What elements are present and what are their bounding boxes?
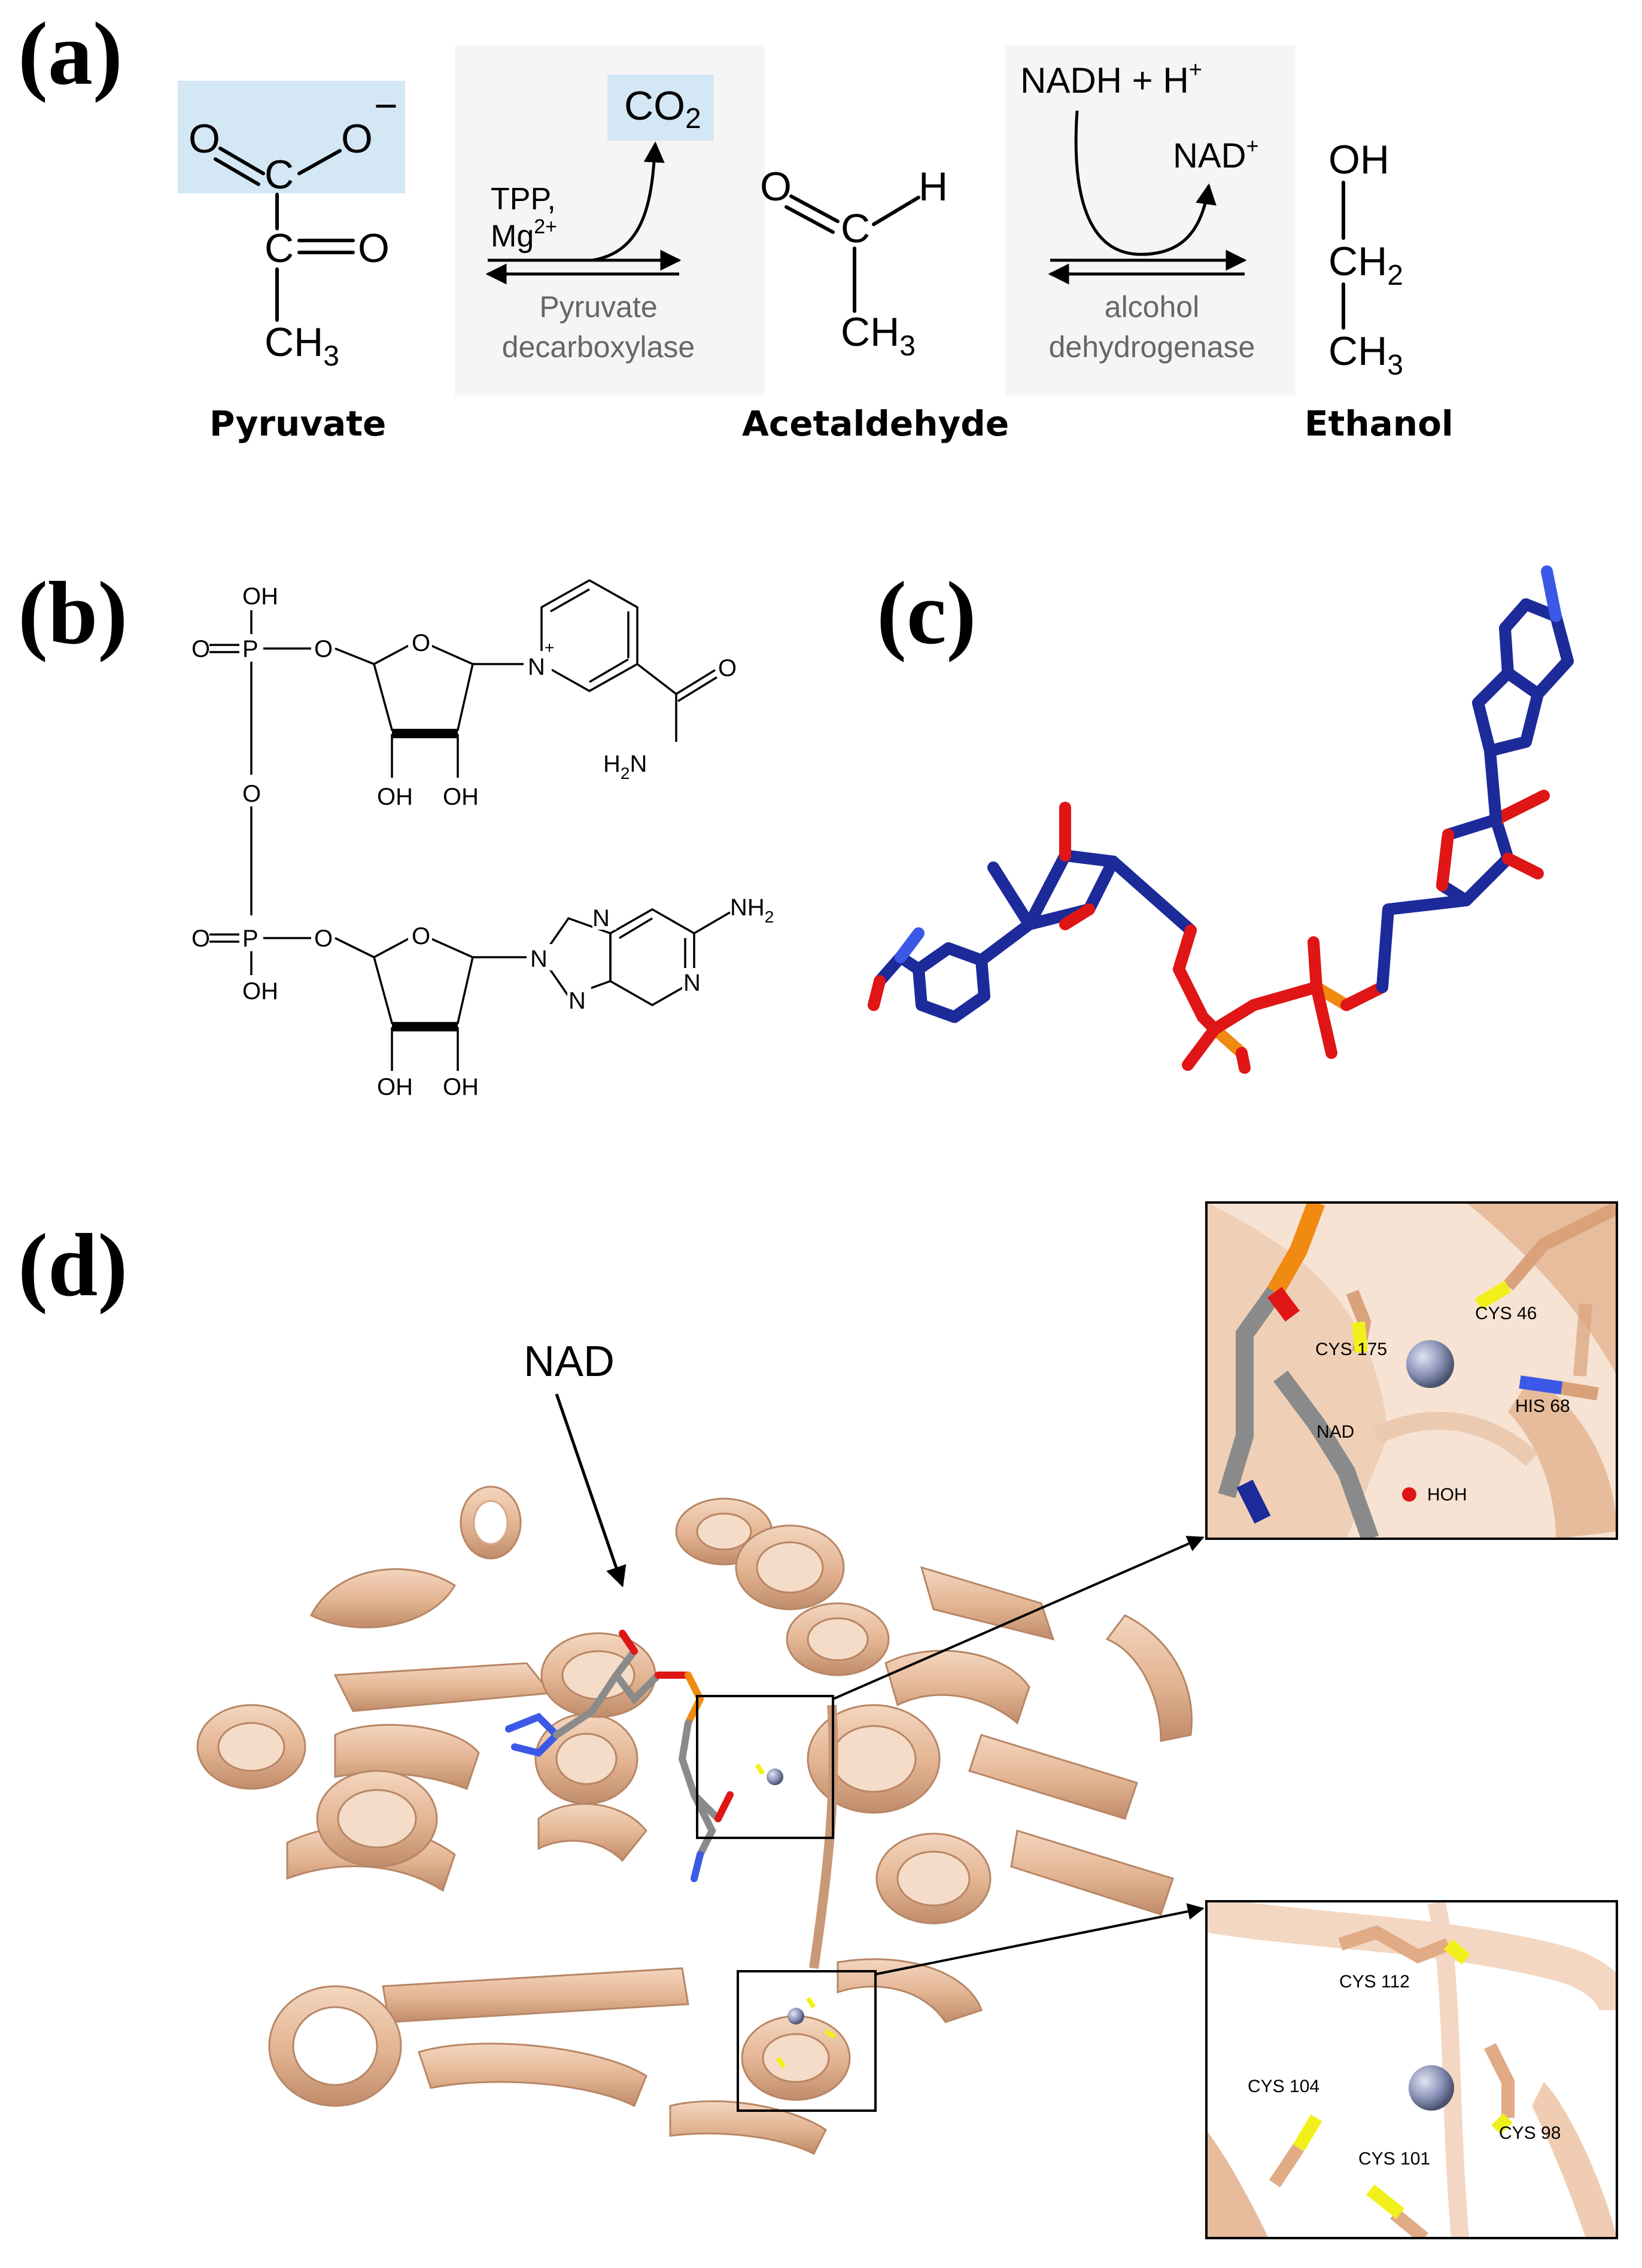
nadh-conversion-arrow — [1074, 110, 1217, 256]
enzyme-name-line2: decarboxylase — [502, 330, 695, 364]
ethanol-name: Ethanol — [1305, 403, 1454, 444]
protein-ribbon — [196, 1485, 1193, 2156]
atom-label: P — [242, 636, 259, 662]
cysteine-stick — [776, 2056, 786, 2069]
atom-label: CH2 — [1328, 239, 1403, 291]
atom-label: O — [191, 926, 210, 952]
co2-label: CO2 — [624, 83, 701, 135]
carboxylate-highlight — [178, 81, 405, 193]
atom-label: NH2 — [730, 894, 774, 926]
nad-skeletal-structure: OH O P O O O P O OH O OH OH — [191, 579, 774, 1100]
atom-label: C — [264, 152, 294, 197]
panel-a-label: (a) — [18, 4, 123, 103]
enzyme2-name-line1: alcohol — [1105, 290, 1199, 324]
atom-label: O — [760, 164, 792, 209]
cofactor-mg: Mg2+ — [491, 215, 557, 254]
atom-label: O — [314, 636, 333, 662]
atom-label: O — [188, 116, 220, 162]
enzyme-name-line1: Pyruvate — [539, 290, 657, 324]
atom-label: OH — [443, 784, 479, 810]
charge-label: − — [374, 83, 398, 129]
residue-label-hoh: HOH — [1427, 1485, 1467, 1505]
atom-label: O — [341, 116, 373, 162]
atom-label: H — [919, 164, 948, 209]
nad-pointer-label: NAD — [524, 1338, 615, 1386]
nad-product: NAD+ — [1173, 133, 1259, 175]
atom-label: OH — [242, 978, 278, 1004]
residue-label-cys112: CYS 112 — [1339, 1972, 1410, 1992]
atom-label: C — [841, 206, 870, 251]
residue-label-cys98: CYS 98 — [1499, 2123, 1561, 2143]
atom-label: O — [314, 926, 333, 952]
atom-label: O — [191, 636, 210, 662]
active-site-selection-box — [696, 1695, 834, 1839]
atom-label: N — [530, 946, 548, 972]
atom-label: OH — [377, 1074, 413, 1100]
atom-label: C — [264, 226, 294, 271]
zinc-ion-catalytic — [767, 1768, 783, 1785]
structural-site-selection-box — [737, 1970, 877, 2112]
residue-label-cys101: CYS 101 — [1358, 2149, 1430, 2169]
residue-label-cys46: CYS 46 — [1475, 1304, 1537, 1323]
atom-label: O — [358, 226, 390, 271]
co2-highlight — [607, 75, 714, 141]
atom-label: N — [568, 988, 586, 1014]
cysteine-stick — [755, 1763, 765, 1776]
structural-zinc-inset: CYS 112 CYS 104 CYS 98 CYS 101 — [1205, 1900, 1618, 2239]
atom-label: OH — [1328, 137, 1389, 182]
charge-label: + — [545, 638, 554, 657]
atom-label: H2N — [603, 751, 647, 783]
cysteine-stick — [805, 1996, 816, 2009]
atom-label: OH — [242, 583, 278, 610]
acetaldehyde-name: Acetaldehyde — [742, 403, 1009, 444]
residue-label-cys175: CYS 175 — [1315, 1340, 1387, 1359]
cysteine-stick — [824, 2029, 837, 2039]
nad-3d-stick-model — [868, 565, 1574, 1074]
atom-label: N — [528, 654, 545, 680]
nad-pointer-arrow — [555, 1393, 627, 1588]
panel-c-label: (c) — [877, 564, 976, 663]
residue-label-nad: NAD — [1316, 1422, 1354, 1442]
inset1-callout-arrow — [832, 1536, 1205, 1700]
atom-label: OH — [443, 1074, 479, 1100]
pyruvate-name: Pyruvate — [209, 403, 386, 444]
atom-label: O — [718, 655, 737, 681]
enzyme2-name-line2: dehydrogenase — [1049, 330, 1255, 364]
ethanol-structure: OH CH2 CH3 — [1328, 137, 1403, 381]
co2-release-arrow — [592, 141, 665, 262]
zinc-ion-structural — [787, 2008, 804, 2025]
residue-label-his68: HIS 68 — [1515, 1396, 1570, 1416]
panel-b-label: (b) — [18, 564, 127, 663]
nad-ligand-sticks — [505, 1630, 734, 1882]
dehydrogenase-step-box — [1005, 45, 1296, 395]
atom-label: O — [412, 630, 430, 656]
atom-label: P — [242, 926, 259, 952]
atom-label: CH3 — [841, 309, 916, 362]
atom-label: N — [683, 970, 701, 996]
pyruvate-structure: O O − C C O CH3 — [188, 83, 398, 372]
nadh-reactant: NADH + H+ — [1020, 57, 1202, 101]
atom-label: O — [412, 923, 430, 949]
atom-label: OH — [377, 784, 413, 810]
residue-label-cys104: CYS 104 — [1248, 2077, 1319, 2096]
atom-label: CH3 — [264, 319, 339, 372]
atom-label: N — [592, 905, 610, 931]
panel-d-label: (d) — [18, 1216, 127, 1315]
acetaldehyde-structure: O C H CH3 — [760, 164, 948, 362]
inset2-callout-arrow — [875, 1903, 1205, 1975]
atom-label: CH3 — [1328, 328, 1403, 381]
atom-label: O — [242, 781, 261, 807]
cofactor-tpp: TPP, — [491, 182, 556, 217]
active-site-inset: CYS 175 CYS 46 HIS 68 NAD HOH — [1205, 1201, 1618, 1540]
